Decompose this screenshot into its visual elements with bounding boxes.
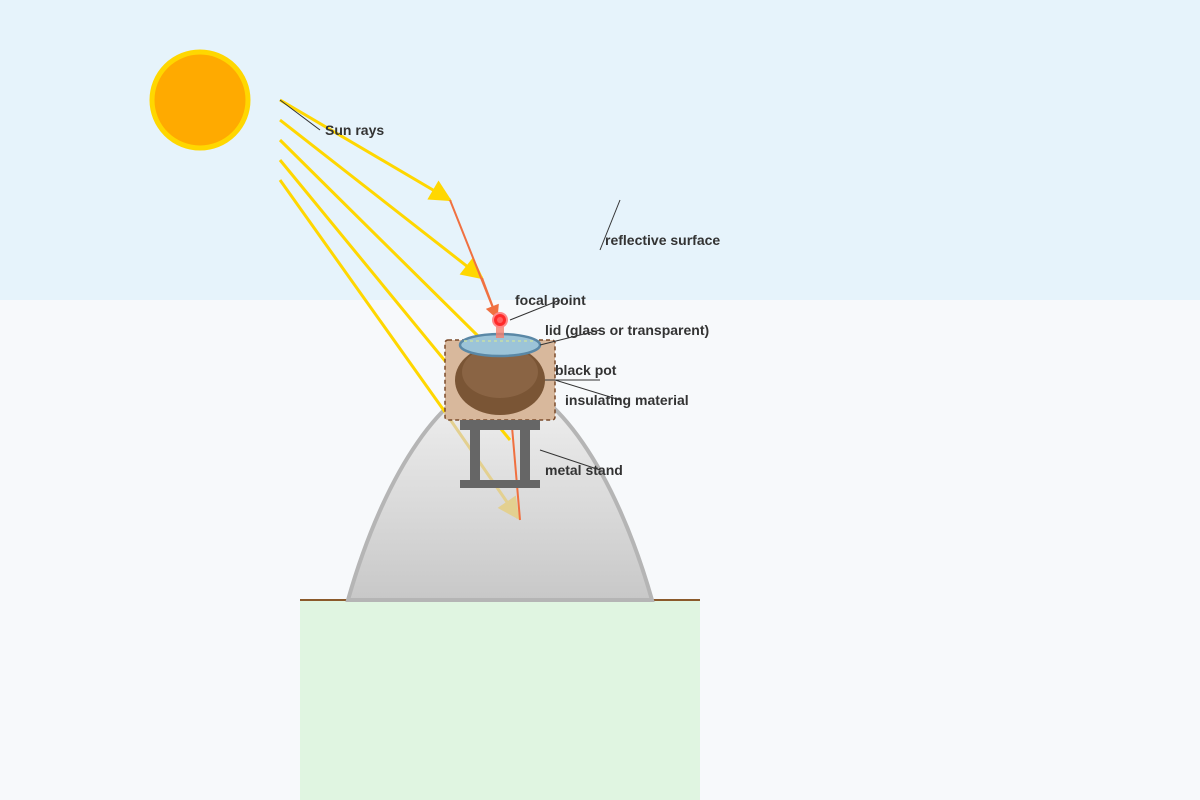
- sun-ray: [279, 98, 452, 202]
- sun-icon: [149, 49, 251, 151]
- sun-rays: [278, 98, 520, 520]
- stand-leg-right: [520, 430, 530, 482]
- sky: [0, 0, 1200, 300]
- reflected-ray: [481, 277, 498, 319]
- sun-ray: [279, 118, 484, 280]
- leader-lines: [279, 99, 621, 471]
- leader-line-sun-rays: [279, 99, 321, 131]
- grass-ground: [300, 600, 700, 800]
- sun-ray-pale: [443, 411, 520, 520]
- sun-ray: [278, 138, 480, 338]
- label-black-pot: black pot: [555, 362, 617, 378]
- stand-leg-left: [470, 430, 480, 482]
- leader-line-metal-stand: [539, 449, 601, 471]
- sun-ray: [278, 179, 447, 413]
- metal-stand: [460, 420, 540, 488]
- label-focal-point: focal point: [515, 292, 586, 308]
- leader-line-focal-point: [509, 299, 561, 321]
- leader-line-lid: [539, 329, 601, 346]
- label-insulating-material: insulating material: [565, 392, 689, 408]
- stand-base: [460, 480, 540, 488]
- label-metal-stand: metal stand: [545, 462, 623, 478]
- pot-highlight: [462, 346, 538, 398]
- leader-line-insulating-material: [554, 379, 621, 401]
- stand-top: [460, 420, 540, 430]
- leader-line-reflective-surface: [599, 199, 621, 251]
- focal-point-core: [497, 317, 503, 323]
- label-lid: lid (glass or transparent): [545, 322, 709, 338]
- label-sun-rays: Sun rays: [325, 122, 384, 138]
- label-reflective-surface: reflective surface: [605, 232, 720, 248]
